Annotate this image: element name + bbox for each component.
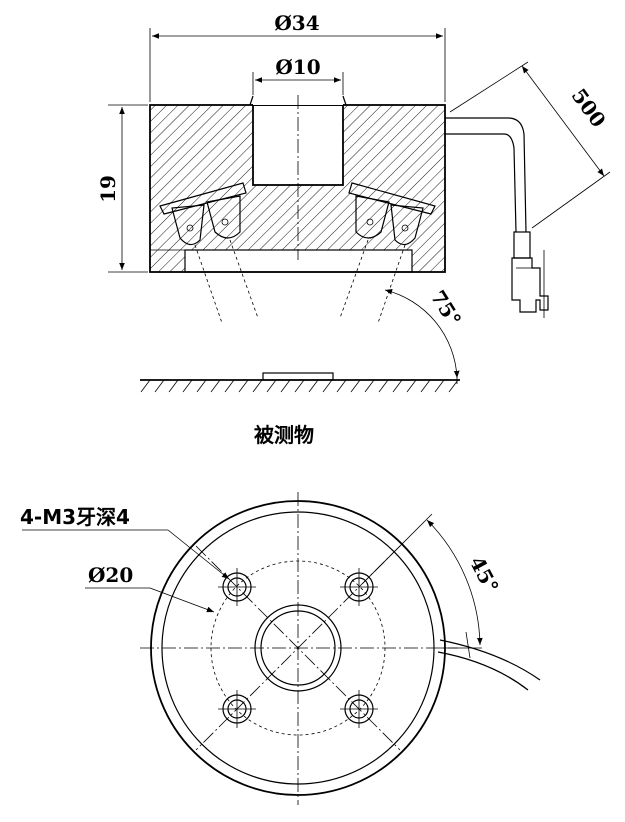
mount-hole-bottom-left bbox=[218, 690, 256, 728]
label-inner-diameter: Ø10 bbox=[275, 55, 320, 79]
label-height: 19 bbox=[96, 175, 120, 203]
mount-hole-top-left bbox=[218, 568, 256, 606]
label-measured-object: 被测物 bbox=[254, 423, 314, 447]
leader-mount-holes: 4-M3牙深4 bbox=[20, 505, 230, 580]
sensor-body-section bbox=[150, 105, 445, 272]
leader-bolt-circle: Ø20 bbox=[85, 563, 215, 613]
top-view: 4-M3牙深4 Ø20 45° bbox=[20, 492, 541, 805]
dim-cable-length: 500 bbox=[449, 61, 611, 229]
dim-angle-side: 75° bbox=[384, 286, 466, 384]
dim-inner-diameter: Ø10 bbox=[252, 55, 344, 95]
label-mount-holes: 4-M3牙深4 bbox=[20, 505, 130, 529]
label-bolt-circle: Ø20 bbox=[88, 563, 133, 587]
section-view: Ø34 Ø10 19 500 75° 被测物 bbox=[96, 11, 611, 447]
connector bbox=[511, 257, 549, 313]
left-sensor-elements bbox=[159, 182, 247, 246]
mount-hole-top-right bbox=[340, 568, 378, 606]
label-angle-side: 75° bbox=[426, 286, 466, 331]
bottom-cavity bbox=[184, 249, 413, 273]
dim-outer-diameter: Ø34 bbox=[149, 11, 446, 102]
right-sensor-elements bbox=[348, 182, 436, 246]
label-outer-diameter: Ø34 bbox=[274, 11, 319, 35]
label-cable-length: 500 bbox=[567, 84, 611, 132]
mount-hole-bottom-right bbox=[340, 690, 378, 728]
beam-lines bbox=[194, 95, 406, 324]
dim-height: 19 bbox=[96, 104, 148, 273]
top-view-cable bbox=[437, 631, 541, 691]
cable bbox=[445, 117, 549, 318]
target-surface bbox=[140, 372, 460, 393]
